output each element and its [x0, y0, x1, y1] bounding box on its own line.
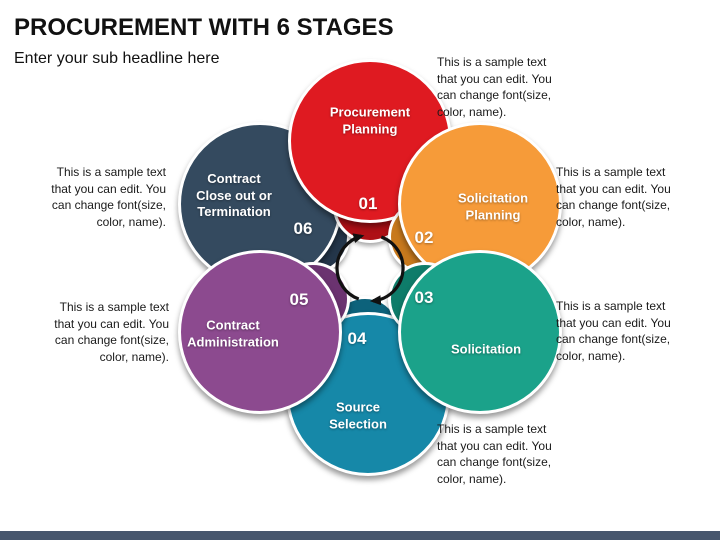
sample-text-stage-5: This is a sample text that you can edit.…	[54, 300, 169, 364]
stage-5-label: Contract Administration	[187, 317, 279, 349]
stage-3-label: Solicitation	[450, 341, 522, 357]
stage-4-label: Source Selection	[329, 399, 387, 431]
stage-2-number: 02	[414, 228, 434, 247]
cycle-arrows-icon	[335, 233, 405, 306]
stage-3-circle	[398, 250, 562, 414]
sample-text-stage-6: This is a sample text that you can edit.…	[51, 165, 166, 229]
footer-accent-bar	[0, 531, 720, 540]
stage-5-circle	[178, 250, 342, 414]
stage-6-label: Contract Close out or Termination	[196, 171, 272, 220]
sample-text-stage-4: This is a sample text that you can edit.…	[437, 422, 552, 486]
sample-text-stage-3: This is a sample text that you can edit.…	[556, 299, 671, 363]
stage-3-number: 03	[414, 288, 434, 307]
sample-text-stage-1: This is a sample text that you can edit.…	[437, 55, 552, 119]
sample-text-stage-2: This is a sample text that you can edit.…	[556, 165, 671, 229]
page-subtitle: Enter your sub headline here	[14, 50, 220, 67]
page-title: PROCUREMENT WITH 6 STAGES	[14, 14, 394, 41]
stage-4-number: 04	[347, 329, 367, 348]
stage-5-number: 05	[289, 290, 309, 309]
stage-6-number: 06	[293, 219, 313, 238]
stage-1-label: Procurement Planning	[329, 104, 411, 136]
stage-2-label: Solicitation Planning	[457, 190, 529, 222]
stage-1-number: 01	[358, 194, 378, 213]
